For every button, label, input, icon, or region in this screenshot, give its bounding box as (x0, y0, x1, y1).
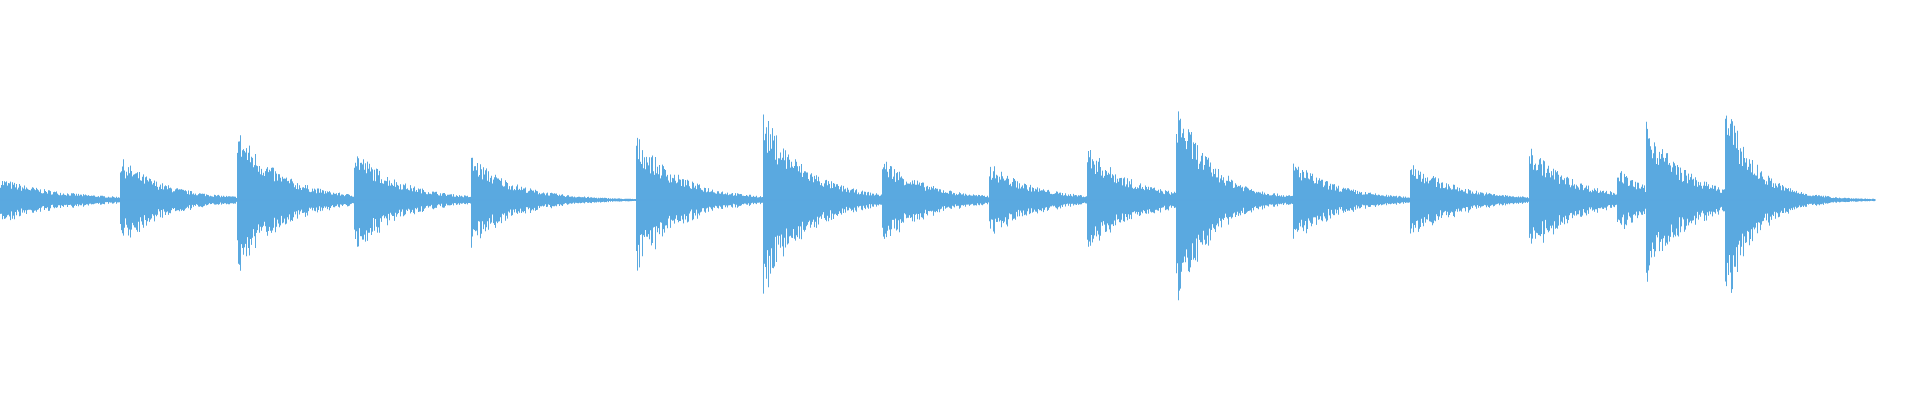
waveform-path (0, 111, 1875, 301)
waveform-bars (0, 111, 1876, 301)
